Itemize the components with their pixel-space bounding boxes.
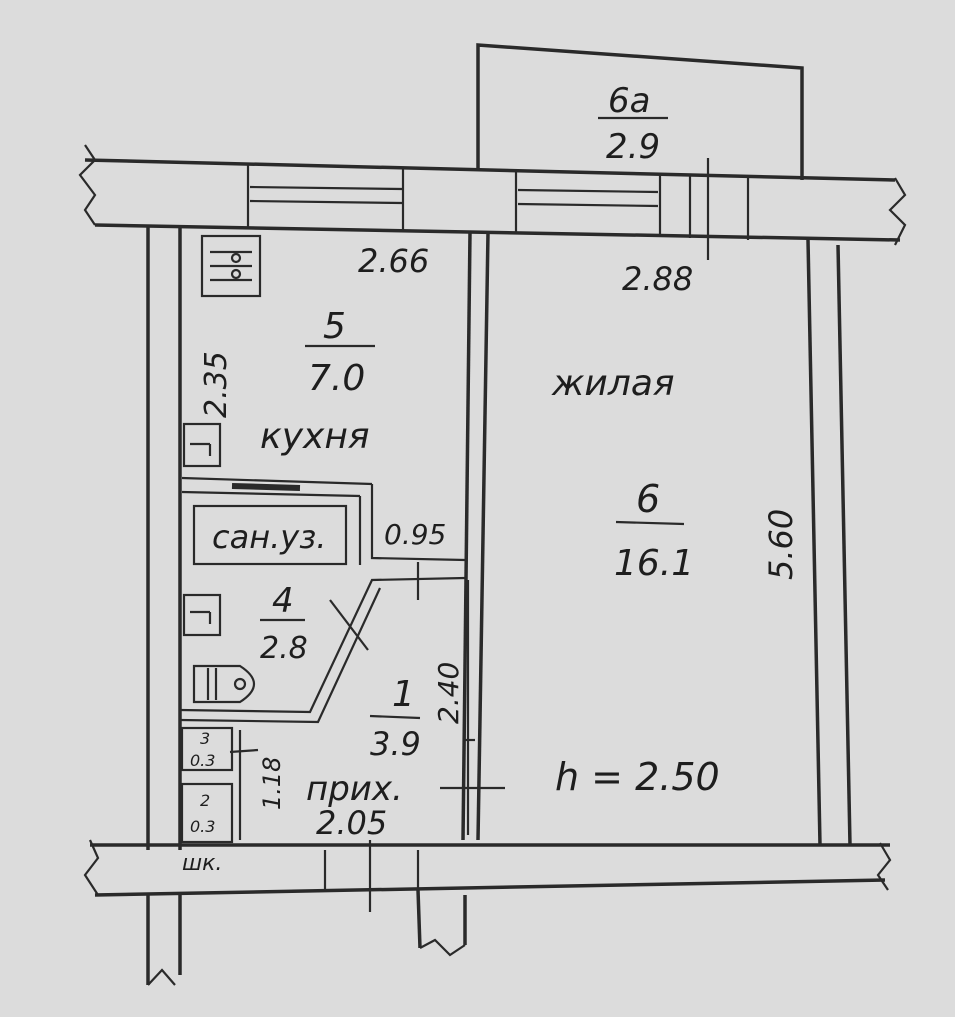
- kitchen-width: 2.66: [358, 242, 429, 280]
- living-label: жилая: [551, 363, 675, 404]
- closet2-number: 2: [200, 791, 210, 810]
- hall-label: прих.: [306, 769, 403, 809]
- hall-dimension: [440, 580, 505, 835]
- living-labels: 2.88 жилая 6 16.1 5.60: [551, 260, 800, 584]
- hall-labels: 2.40 1 3.9 прих. 2.05 1.18: [258, 662, 465, 842]
- closet3-number: 3: [200, 729, 210, 748]
- balcony-number: 6а: [608, 81, 650, 121]
- toilet-icon: [192, 664, 256, 704]
- partition-kitchen-living: [461, 231, 490, 841]
- hall-number: 1: [392, 674, 415, 715]
- kitchen-sink-icon: [182, 422, 222, 468]
- left-wall: [146, 225, 182, 850]
- bath-sink-icon: [182, 593, 222, 637]
- bathroom-labels: сан.уз. 0.95 4 2.8: [212, 518, 446, 666]
- living-width: 2.88: [622, 260, 693, 298]
- hall-area: 3.9: [370, 725, 421, 763]
- hall-width: 2.05: [316, 804, 387, 842]
- closets: [180, 726, 259, 844]
- balcony: [476, 43, 804, 260]
- kitchen-bath-partition: [181, 476, 466, 565]
- right-wall: [806, 239, 852, 846]
- bathroom-label: сан.уз.: [212, 518, 326, 556]
- kitchen-window: [246, 165, 405, 230]
- closet2-area: 0.3: [190, 817, 215, 836]
- kitchen-labels: 2.66 5 7.0 кухня 2.35: [199, 242, 429, 457]
- top-wall: [78, 144, 907, 246]
- stairwell-walls: [146, 889, 467, 986]
- closet3-area: 0.3: [190, 751, 215, 770]
- kitchen-number: 5: [323, 306, 346, 347]
- living-area: 16.1: [614, 543, 694, 584]
- kitchen-area: 7.0: [308, 358, 365, 399]
- bathroom-area: [179, 504, 466, 724]
- hall-side: 1.18: [258, 757, 286, 810]
- balcony-door: [688, 176, 750, 240]
- hall-depth: 2.40: [432, 662, 465, 724]
- closet-labels: 3 0.3 2 0.3 шк.: [182, 729, 222, 876]
- closet2-label: шк.: [182, 851, 222, 876]
- balcony-labels: 6а 2.9: [598, 81, 668, 167]
- bathroom-number: 4: [272, 581, 294, 621]
- kitchen-label: кухня: [260, 416, 370, 457]
- ceiling-height: h = 2.50: [555, 755, 720, 799]
- living-number: 6: [636, 477, 660, 521]
- bathroom-area: 2.8: [260, 631, 308, 666]
- kitchen-depth: 2.35: [199, 351, 234, 418]
- bathroom-corridor-width: 0.95: [384, 518, 446, 551]
- living-depth: 5.60: [762, 509, 800, 580]
- bottom-wall: [83, 839, 892, 912]
- balcony-area: 2.9: [606, 127, 660, 167]
- living-window: [514, 172, 662, 236]
- stove-icon: [200, 234, 262, 298]
